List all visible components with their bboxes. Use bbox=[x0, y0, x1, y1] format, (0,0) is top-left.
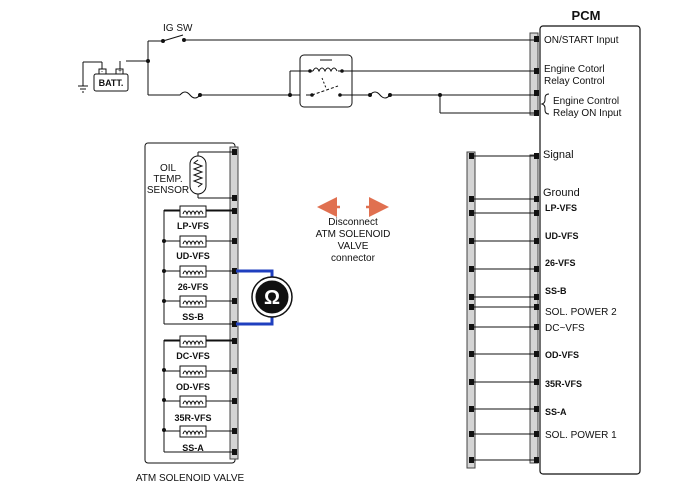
pcm-on-start-label: ON/START Input bbox=[544, 35, 619, 46]
solenoid-26-vfs: 26-VFS bbox=[164, 265, 234, 292]
solenoid-dc-vfs-label: DC-VFS bbox=[176, 351, 210, 361]
pcm-sol-power-2-label: SOL. POWER 2 bbox=[545, 307, 617, 318]
harness-wires bbox=[471, 155, 534, 461]
oil-temp-label-3: SENSOR bbox=[147, 185, 189, 196]
battery-label: BATT. bbox=[99, 78, 124, 88]
atm-solenoid-valve: ATM SOLENOID VALVE OIL TEMP. SENSOR bbox=[136, 142, 245, 484]
pcm-sol-power-1-label: SOL. POWER 1 bbox=[545, 430, 617, 441]
solenoid-ss-a-label: SS-A bbox=[182, 443, 204, 453]
pcm-lp-vfs-label: LP-VFS bbox=[545, 203, 577, 213]
pcm-signal-label: Signal bbox=[543, 149, 574, 161]
fuse-1 bbox=[179, 91, 201, 99]
ohm-symbol: Ω bbox=[264, 287, 280, 309]
pcm-ground-label: Ground bbox=[543, 187, 580, 199]
pcm-upper-pins bbox=[534, 36, 539, 116]
harness-connector bbox=[466, 151, 539, 469]
solenoid-lp-vfs-label: LP-VFS bbox=[177, 221, 209, 231]
pcm-title: PCM bbox=[572, 8, 601, 23]
solenoid-ud-vfs: UD-VFS bbox=[164, 235, 234, 261]
relay-coil bbox=[312, 67, 338, 73]
harness-pins bbox=[469, 153, 474, 463]
ohmmeter: Ω bbox=[236, 269, 293, 326]
pcm-ss-b-label: SS-B bbox=[545, 286, 567, 296]
disconnect-line-1: Disconnect bbox=[328, 217, 378, 228]
pcm-dc-vfs-label: DC~VFS bbox=[545, 323, 585, 334]
svg-text:+: + bbox=[118, 69, 122, 75]
pcm-ud-vfs-label: UD-VFS bbox=[545, 231, 579, 241]
pcm-26-vfs-label: 26-VFS bbox=[545, 258, 576, 268]
pcm-module: PCM ON/START Input Engine Cotorl Relay C… bbox=[529, 8, 641, 475]
solenoid-od-vfs: OD-VFS bbox=[164, 365, 234, 392]
solenoid-ss-a: SS-A bbox=[164, 425, 234, 453]
solenoid-26-vfs-label: 26-VFS bbox=[178, 282, 209, 292]
valve-title: ATM SOLENOID VALVE bbox=[136, 473, 245, 484]
solenoid-35r-vfs-label: 35R-VFS bbox=[174, 413, 211, 423]
solenoid-ss-b-label: SS-B bbox=[182, 312, 204, 322]
pcm-ecr-control-label-1: Engine Cotorl bbox=[544, 64, 605, 75]
solenoid-35r-vfs: 35R-VFS bbox=[164, 395, 234, 423]
pcm-35r-vfs-label: 35R-VFS bbox=[545, 379, 582, 389]
valve-connector-pins bbox=[232, 149, 237, 455]
power-circuit: IG SW BATT. - + bbox=[78, 23, 534, 114]
pcm-ecr-on-label-2: Relay ON Input bbox=[553, 108, 622, 119]
oil-temp-label-2: TEMP. bbox=[153, 174, 182, 185]
pcm-od-vfs-label: OD-VFS bbox=[545, 350, 579, 360]
pcm-brace bbox=[540, 93, 550, 115]
solenoid-dc-vfs: DC-VFS bbox=[164, 335, 234, 361]
disconnect-line-4: connector bbox=[331, 253, 376, 264]
battery bbox=[93, 73, 129, 92]
ig-switch-blade bbox=[162, 34, 184, 42]
oil-temp-sensor bbox=[189, 155, 207, 195]
pcm-box bbox=[539, 25, 641, 475]
disconnect-line-3: VALVE bbox=[338, 241, 369, 252]
solenoid-ss-b: SS-B bbox=[164, 295, 234, 322]
solenoid-lp-vfs: LP-VFS bbox=[164, 205, 234, 231]
solenoid-ud-vfs-label: UD-VFS bbox=[176, 251, 210, 261]
ig-sw-label: IG SW bbox=[163, 23, 193, 34]
disconnect-note: Disconnect ATM SOLENOID VALVE connector bbox=[316, 197, 391, 264]
ohmmeter-icon bbox=[252, 277, 292, 317]
svg-text:-: - bbox=[101, 69, 103, 75]
disconnect-line-2: ATM SOLENOID bbox=[316, 229, 391, 240]
oil-temp-label-1: OIL bbox=[160, 163, 177, 174]
engine-control-relay bbox=[299, 54, 353, 108]
solenoid-od-vfs-label: OD-VFS bbox=[176, 382, 210, 392]
pcm-ecr-control-label-2: Relay Control bbox=[544, 76, 605, 87]
pcm-ecr-on-label-1: Engine Control bbox=[553, 96, 619, 107]
fuse-2 bbox=[369, 91, 391, 99]
pcm-lower-pins bbox=[534, 153, 539, 463]
relay-contact bbox=[311, 85, 339, 96]
pcm-ss-a-label: SS-A bbox=[545, 407, 567, 417]
